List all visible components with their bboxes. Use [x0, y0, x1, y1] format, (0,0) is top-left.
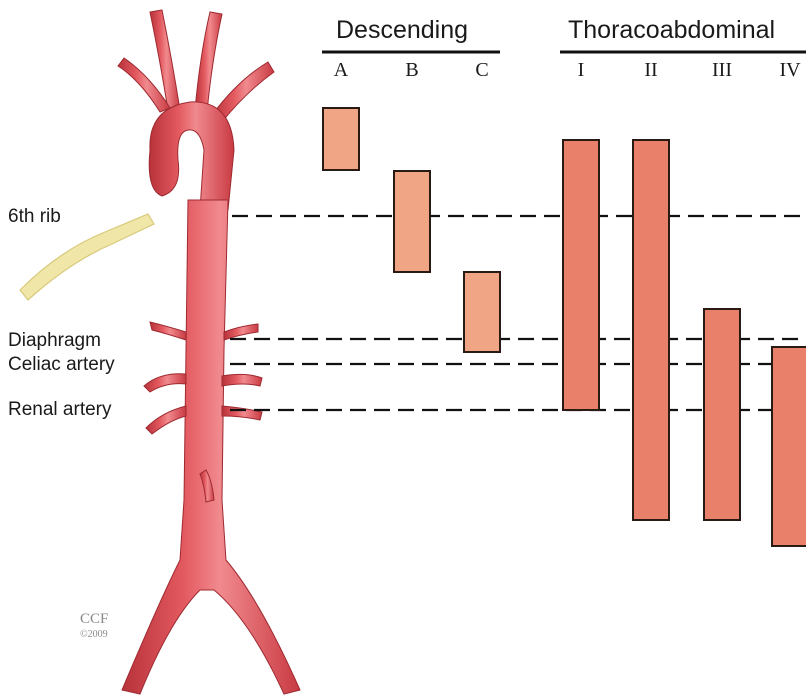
- extent-bar-i: [563, 140, 599, 410]
- diaphragm-label: Diaphragm: [8, 331, 101, 350]
- celiac-artery-label: Celiac artery: [8, 355, 115, 374]
- type-label-i: I: [578, 60, 585, 80]
- extent-bar-b: [394, 171, 430, 272]
- extent-bar-c: [464, 272, 500, 352]
- type-label-ii: II: [644, 60, 657, 80]
- type-label-iii: III: [712, 60, 732, 80]
- renal-artery-label: Renal artery: [8, 400, 112, 419]
- type-label-iv: IV: [779, 60, 800, 80]
- sixth-rib-label: 6th rib: [8, 207, 61, 226]
- descending-header: Descending: [336, 18, 468, 43]
- type-label-c: C: [475, 60, 488, 80]
- extent-bar-iii: [704, 309, 740, 520]
- thoracoabdominal-header: Thoracoabdominal: [568, 18, 775, 43]
- type-label-a: A: [334, 60, 348, 80]
- aorta-illustration: [118, 10, 300, 694]
- extent-bar-ii: [633, 140, 669, 520]
- extent-bar-a: [323, 108, 359, 170]
- credit-name: CCF: [80, 612, 108, 627]
- extent-bar-iv: [772, 347, 806, 546]
- credit-year: ©2009: [80, 630, 108, 640]
- extent-bars: [323, 108, 806, 546]
- type-label-b: B: [405, 60, 418, 80]
